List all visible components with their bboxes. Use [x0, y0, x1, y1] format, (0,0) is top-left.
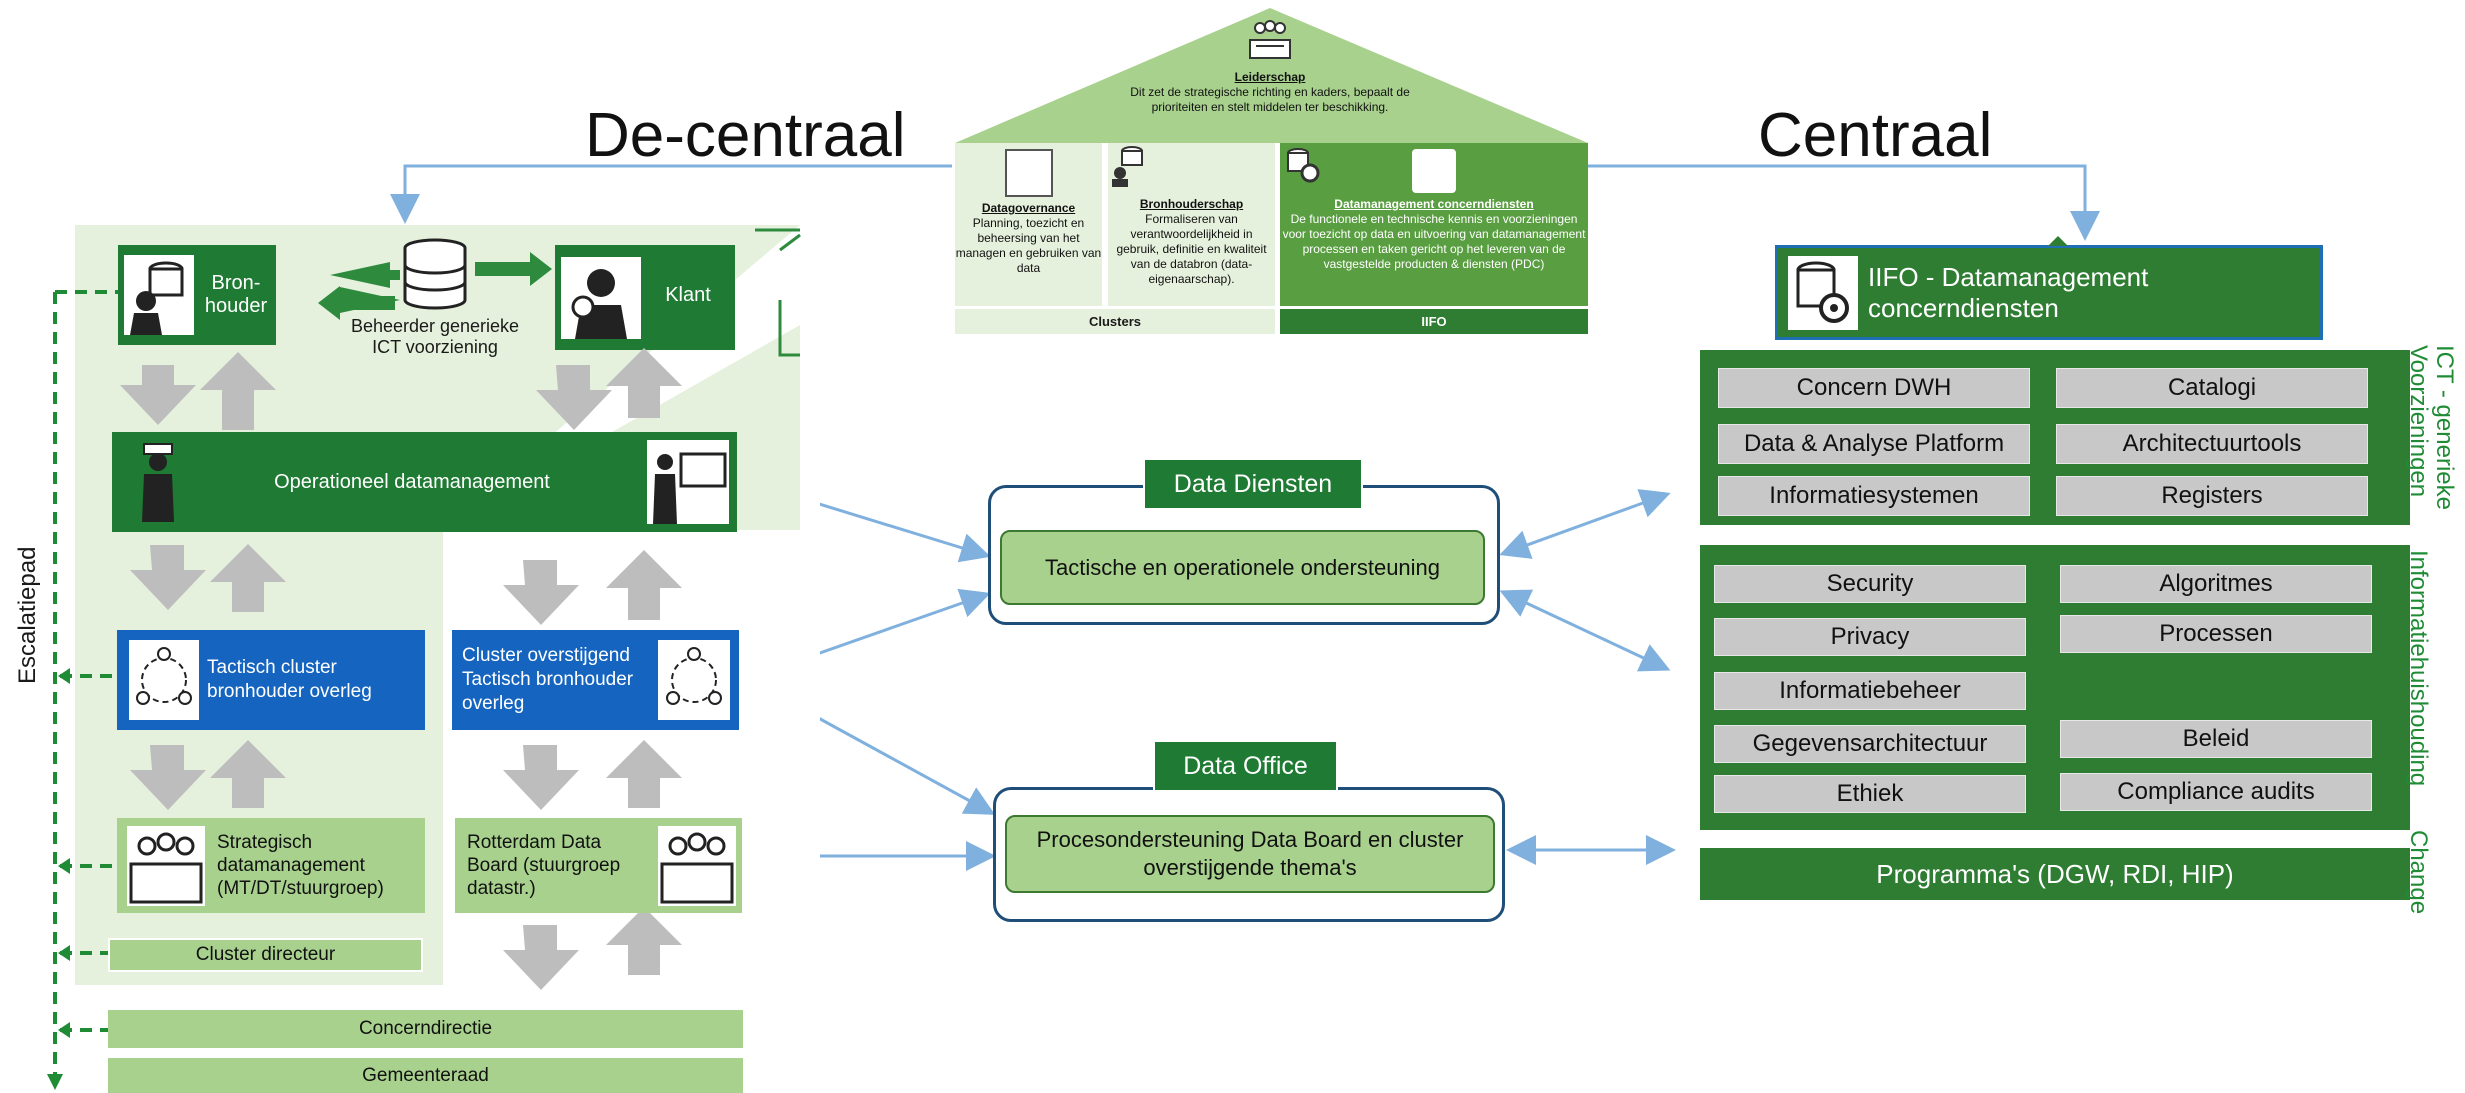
col2-title: Bronhouderschap — [1139, 197, 1244, 211]
ict-item: Data & Analyse Platform — [1718, 424, 2030, 464]
roof-block: Leiderschap Dit zet de strategische rich… — [1120, 70, 1420, 115]
ict-item: Architectuurtools — [2056, 424, 2368, 464]
worker-icon — [134, 442, 182, 522]
operationeel-box: Operationeel datamanagement — [112, 432, 737, 532]
iifo-header: IIFO - Datamanagement concerndiensten — [1775, 245, 2323, 340]
col3-text: De functionele en technische kennis en v… — [1282, 212, 1586, 271]
col2-text: Formaliseren van verantwoordelijkheid in… — [1116, 212, 1267, 286]
info-item: Processen — [2060, 615, 2372, 653]
concerndirectie-box: Concerndirectie — [108, 1010, 743, 1048]
col1-title: Datagovernance — [981, 201, 1076, 215]
data-office-text: Procesondersteuning Data Board en cluste… — [1005, 815, 1495, 893]
tactisch-box: Tactisch cluster bronhouder overleg — [117, 630, 425, 730]
gemeenteraad-box: Gemeenteraad — [108, 1058, 743, 1093]
klant-label: Klant — [665, 283, 711, 306]
house-foot-iifo: IIFO — [1280, 306, 1588, 334]
board-icon — [127, 826, 205, 906]
rotterdam-label: Rotterdam Data Board (stuurgroep datastr… — [467, 832, 621, 899]
arrow-tactisch-office — [774, 694, 996, 815]
cluster-directeur-box: Cluster directeur — [108, 938, 423, 972]
roof-text: Dit zet de strategische richting en kade… — [1130, 85, 1410, 114]
operationeel-label: Operationeel datamanagement — [274, 470, 550, 493]
bronhouder-box: Bron-houder — [118, 245, 276, 345]
database-person-icon — [124, 255, 194, 335]
ict-item: Concern DWH — [1718, 368, 2030, 408]
arrow-tactisch-diensten — [774, 588, 991, 674]
customer-icon — [561, 257, 641, 339]
ict-section: Concern DWH Catalogi Data & Analyse Plat… — [1700, 350, 2410, 525]
data-diensten-label: Data Diensten — [1143, 458, 1363, 510]
centraal-title: Centraal — [1758, 101, 1993, 170]
ict-item: Registers — [2056, 476, 2368, 516]
house-foot-clusters: Clusters — [955, 306, 1275, 334]
info-item: Beleid — [2060, 720, 2372, 758]
ict-item: Informatiesystemen — [1718, 476, 2030, 516]
decentraal-title: De-centraal — [585, 101, 906, 170]
database-icon — [400, 238, 470, 313]
database-person-icon — [1112, 146, 1212, 193]
database-gear-icon — [1287, 148, 1456, 193]
klant-box: Klant — [555, 245, 735, 350]
ict-item: Catalogi — [2056, 368, 2368, 408]
leadership-icon — [1246, 14, 1294, 62]
meeting-icon — [658, 640, 730, 720]
data-diensten-text: Tactische en operationele ondersteuning — [1000, 530, 1485, 605]
info-item: Compliance audits — [2060, 773, 2372, 811]
ict-side-label: ICT - generieke Voorzieningen — [2405, 345, 2458, 510]
info-item: Gegevensarchitectuur — [1714, 725, 2026, 763]
bronhouder-label: Bron-houder — [204, 272, 268, 317]
arrow-operational-diensten — [784, 487, 991, 563]
roof-title: Leiderschap — [1234, 70, 1306, 84]
connector-decentraal — [390, 164, 952, 224]
info-side-label: Informatiehuishouding — [2405, 550, 2432, 787]
info-item: Algoritmes — [2060, 565, 2372, 603]
connector-centraal — [1588, 164, 2100, 241]
cluster-overstijgend-box: Cluster overstijgend Tactisch bronhouder… — [452, 630, 739, 730]
escalatiepad-label: Escalatiepad — [14, 546, 41, 684]
board-icon — [658, 826, 736, 906]
info-item: Security — [1714, 565, 2026, 603]
arrow-diensten-info — [1499, 589, 1671, 672]
meeting-icon — [129, 640, 199, 720]
cluster-overstijgend-label: Cluster overstijgend Tactisch bronhouder… — [462, 645, 634, 714]
info-section: Security Privacy Informatiebeheer Gegeve… — [1700, 545, 2410, 830]
beheerder-label: Beheerder generieke ICT voorziening — [350, 316, 520, 357]
col1-text: Planning, toezicht en beheersing van het… — [955, 216, 1102, 275]
arrow-diensten-ict — [1499, 489, 1671, 559]
info-item: Ethiek — [1714, 775, 2026, 813]
iifo-label: IIFO - Datamanagement concerndiensten — [1868, 261, 2149, 323]
strategisch-box: Strategisch datamanagement (MT/DT/stuurg… — [117, 818, 425, 913]
programma-box: Programma's (DGW, RDI, HIP) — [1700, 848, 2410, 900]
rotterdam-box: Rotterdam Data Board (stuurgroep datastr… — [455, 818, 742, 913]
tactisch-label: Tactisch cluster bronhouder overleg — [207, 657, 372, 702]
change-side-label: Change — [2405, 830, 2432, 915]
presenter-icon — [647, 440, 729, 524]
clipboard-icon — [1004, 149, 1053, 197]
strategisch-label: Strategisch datamanagement (MT/DT/stuurg… — [217, 832, 384, 899]
database-gear-icon — [1788, 256, 1858, 330]
escalatiepad-holder: Escalatiepad — [8, 547, 48, 690]
info-item: Informatiebeheer — [1714, 672, 2026, 710]
col3-title: Datamanagement concerndiensten — [1334, 197, 1534, 211]
data-office-label: Data Office — [1153, 740, 1338, 792]
info-item: Privacy — [1714, 618, 2026, 656]
